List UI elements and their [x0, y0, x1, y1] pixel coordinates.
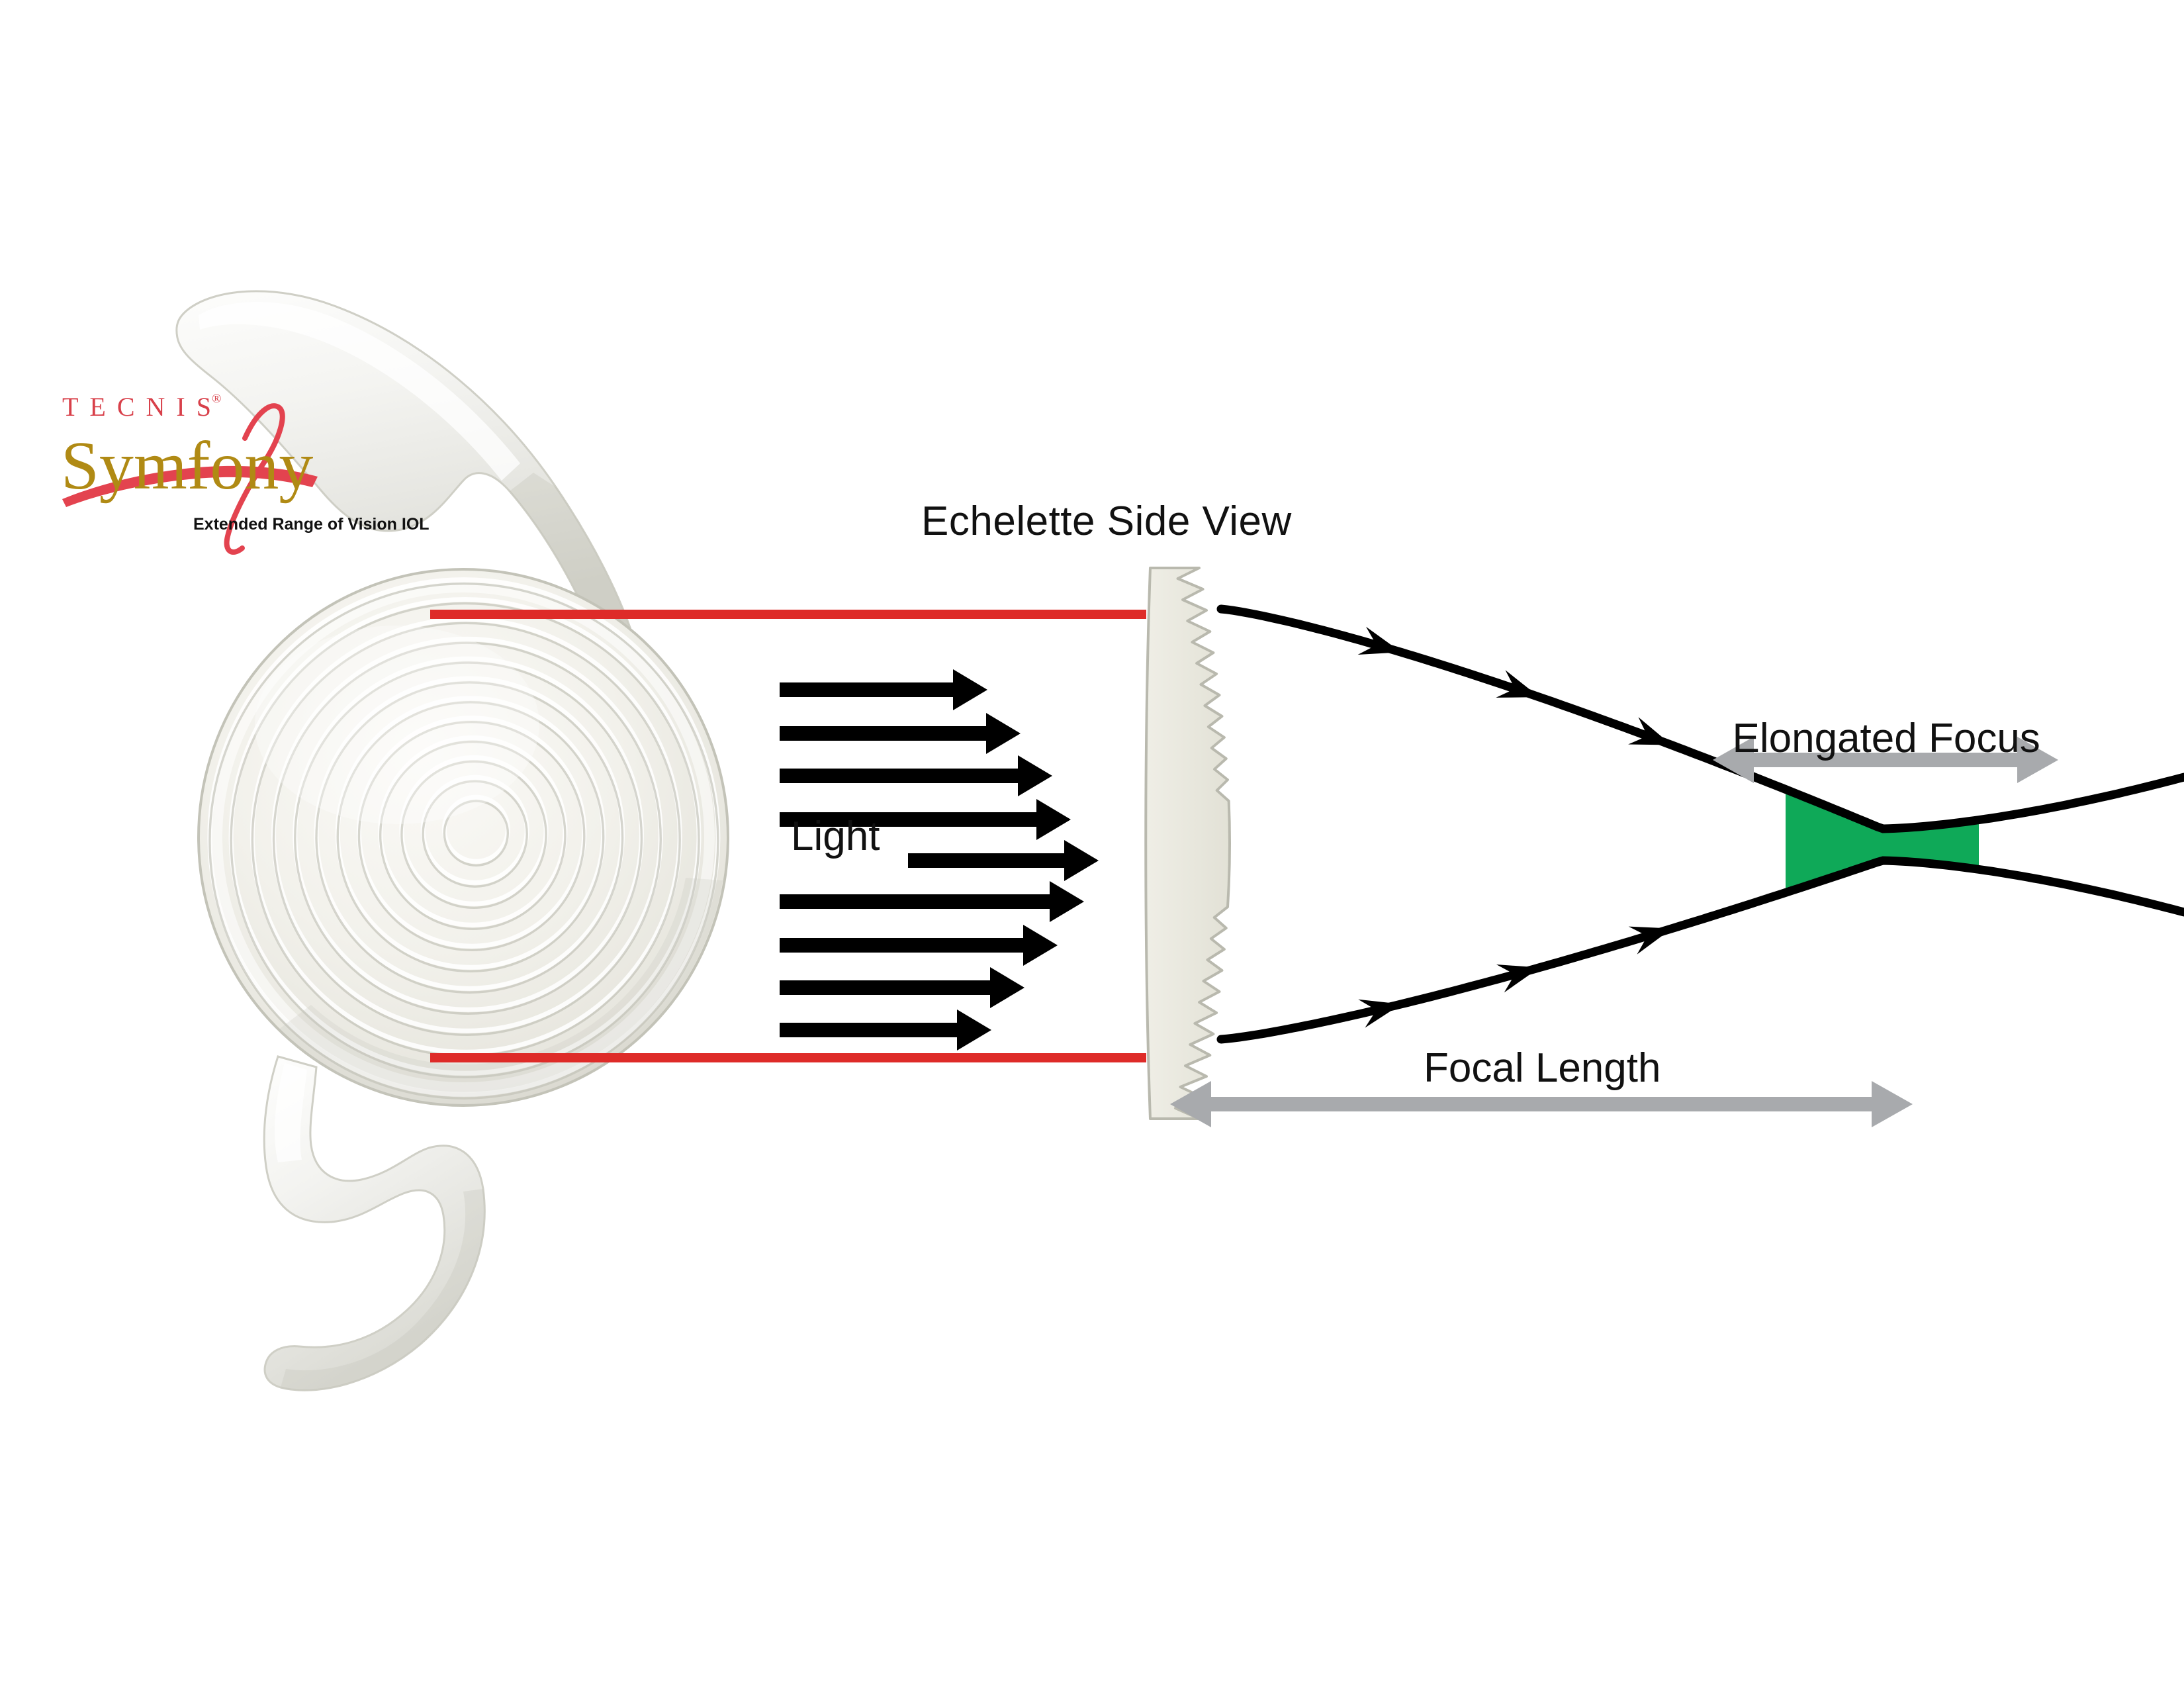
- focal-length-label: Focal Length: [1424, 1045, 1661, 1091]
- optic-ring-5: [336, 701, 605, 972]
- optic-echelette-rings: [207, 577, 721, 1100]
- optic-ring-11: [208, 582, 719, 1100]
- haptic-arm-top: [175, 290, 631, 638]
- tecnis-symfony-logo: TECNIS ® Symfony Extended Range of Visio…: [58, 383, 495, 555]
- optic-ring-0: [443, 800, 510, 867]
- logo-tagline: Extended Range of Vision IOL: [193, 515, 430, 534]
- logo-registered-mark: ®: [212, 392, 221, 406]
- reference-line-lower: [430, 1053, 1146, 1062]
- echelette-lens-profile: [1144, 567, 1231, 1120]
- dimension-arrows-group: [1170, 737, 2058, 1127]
- light-arrow-5: [908, 840, 1099, 881]
- ray-arrowhead-upper-1: [1357, 626, 1402, 655]
- logo-tecnis-wordmark: TECNIS: [62, 392, 222, 422]
- optic-highlight: [255, 626, 539, 824]
- light-arrow-4: [780, 799, 1071, 840]
- haptic-bottom-shadow: [281, 1189, 485, 1391]
- light-arrow-1: [780, 669, 987, 710]
- light-label: Light: [791, 814, 880, 859]
- ray-curve-lower: [1216, 856, 2184, 1044]
- optic-ring-7: [294, 661, 643, 1015]
- optic-ring-3: [379, 740, 567, 930]
- ray-arrowhead-lower-3: [1628, 926, 1672, 955]
- logo-flourish: [224, 403, 285, 555]
- haptic-arm-bottom: [263, 1055, 486, 1391]
- optic-ring-6: [315, 681, 624, 994]
- reference-line-upper: [430, 610, 1146, 619]
- logo-symfony-wordmark: Symfony: [61, 428, 313, 504]
- haptic-top-shadow: [510, 473, 630, 637]
- iol-implant-illustration: [175, 290, 729, 1391]
- elongated-focus-dimension-arrow: [1713, 737, 2058, 783]
- ray-arrowhead-lower-2: [1496, 964, 1540, 993]
- optic-bottom-shading: [278, 878, 723, 1106]
- light-arrow-6: [780, 881, 1084, 922]
- haptic-top-highlight: [199, 302, 520, 481]
- light-arrow-8: [780, 967, 1024, 1008]
- light-arrow-3: [780, 755, 1052, 796]
- light-arrow-2: [780, 713, 1021, 754]
- focal-length-dimension-arrow: [1170, 1081, 1913, 1127]
- ray-arrowhead-upper-2: [1496, 670, 1540, 698]
- echelette-lens-body: [1144, 567, 1231, 1120]
- optic-ring-8: [272, 641, 662, 1036]
- light-arrow-7: [780, 925, 1058, 966]
- optic-ring-10: [230, 602, 700, 1078]
- ray-arrowhead-lower-1: [1358, 999, 1402, 1028]
- optic-ring-2: [400, 760, 547, 909]
- optic-ring-4: [357, 720, 586, 951]
- optic-inner-shade: [212, 582, 715, 1093]
- logo-svg: TECNIS ® Symfony Extended Range of Visio…: [61, 392, 430, 555]
- reference-lines-group: [430, 610, 1146, 1062]
- haptic-bottom-highlight: [275, 1063, 307, 1162]
- light-ray-arrows-group: [780, 669, 1099, 1051]
- optic-ring-1: [422, 780, 528, 888]
- converging-ray-curves: [1216, 604, 2184, 1044]
- light-arrow-9: [780, 1009, 991, 1051]
- elongated-focus-label: Elongated Focus: [1732, 716, 2040, 761]
- echelette-side-view-title: Echelette Side View: [921, 498, 1292, 544]
- ray-arrowhead-upper-3: [1628, 717, 1672, 745]
